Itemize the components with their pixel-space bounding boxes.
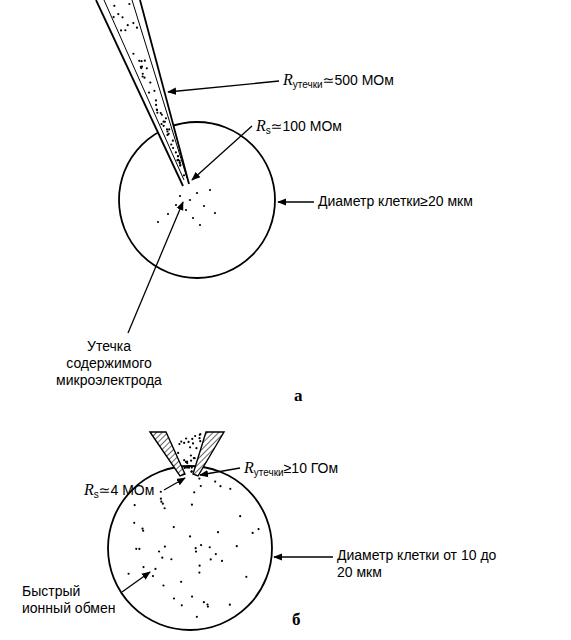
label-group: Rутечки≥10 ГОм [244, 458, 338, 477]
label-group: а [294, 386, 303, 406]
annotation-text: ≥10 ГОм [284, 460, 338, 476]
subscript: утечки [293, 79, 323, 90]
annotation-text: ≃500 МОм [323, 72, 394, 88]
leader-arrows [122, 81, 333, 592]
label-group: Rутечки≃500 МОм [283, 70, 394, 89]
label-group: Rs≃100 МОм [256, 116, 342, 135]
annotation-text: Диаметр клетки≥20 мкм [318, 193, 473, 209]
cell-outline [119, 122, 275, 278]
annotation-text: R [84, 481, 94, 498]
sharp-microelectrode [96, 0, 189, 186]
panel-letter: а [294, 386, 303, 405]
annotation-text: R [256, 117, 266, 134]
label-group: Быстрый ионный обмен [22, 583, 130, 617]
label-group: Диаметр клетки от 10 до 20 мкм [337, 547, 497, 581]
annotation-text: R [283, 71, 293, 88]
label-group: Утечка содержимого микроэлектрода [48, 338, 170, 388]
annotation-text: ≃100 МОм [271, 118, 342, 134]
annotation-text: R [244, 459, 254, 476]
subscript: s [94, 489, 99, 500]
label-group: Диаметр клетки≥20 мкм [318, 193, 473, 210]
annotation-text: Диаметр клетки от 10 до 20 мкм [337, 547, 496, 580]
panel-letter: б [292, 610, 301, 629]
subscript: s [266, 125, 271, 136]
ion-dots [113, 3, 217, 226]
annotation-text: Быстрый ионный обмен [22, 583, 115, 616]
annotation-text: ≃4 МОм [99, 482, 155, 498]
label-group: Rs≃4 МОм [84, 480, 154, 499]
annotation-text: Утечка содержимого микроэлектрода [56, 338, 162, 388]
ion-dots [128, 433, 260, 618]
label-group: б [292, 610, 301, 630]
patch-pipette [150, 432, 224, 476]
subscript: утечки [254, 467, 284, 478]
